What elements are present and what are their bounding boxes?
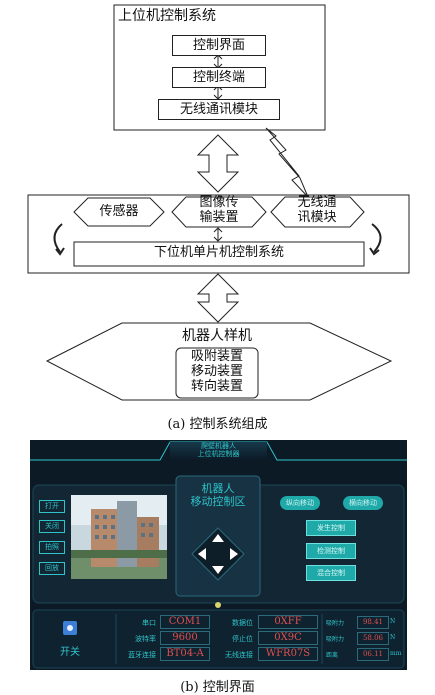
adsorption-force-1-value: 98.41 xyxy=(357,616,389,629)
adsorption-force-1-label: 吸附力 xyxy=(326,620,345,627)
open-button[interactable]: 打开 xyxy=(39,500,65,513)
adsorption-force-2-unit: N xyxy=(390,634,396,641)
switch-label: 开关 xyxy=(60,647,80,658)
distance-unit: mm xyxy=(390,650,402,657)
playback-button[interactable]: 回放 xyxy=(39,562,65,575)
bluetooth-value[interactable]: BT04-A xyxy=(160,647,210,661)
image-module-shape xyxy=(171,196,267,228)
image-module-label: 图像传 输装置 xyxy=(199,195,239,225)
robot-items-box xyxy=(175,347,259,399)
wireless-module-label: 无线通 讯模块 xyxy=(297,195,337,225)
arrow-up-icon xyxy=(212,534,224,542)
host-item-terminal: 控制终端 xyxy=(172,67,266,88)
vertical-move-button[interactable]: 纵向移动 xyxy=(280,496,320,510)
right-curve-arrow xyxy=(371,223,382,253)
sensor-label: 传感器 xyxy=(99,204,139,219)
sensor-module-shape xyxy=(73,197,165,227)
host-title: 上位机控制系统 xyxy=(118,8,216,24)
bluetooth-label: 蓝牙连接 xyxy=(128,651,156,659)
photo-button[interactable]: 拍照 xyxy=(39,541,65,554)
data-bits-value[interactable]: 0XFF xyxy=(258,615,318,629)
robot-item-adsorption: 吸附装置 xyxy=(190,349,243,364)
robot-title: 机器人样机 xyxy=(182,328,252,344)
system-diagram xyxy=(27,4,410,401)
arrow-down-icon xyxy=(212,566,224,574)
close-button[interactable]: 关闭 xyxy=(39,520,65,533)
robot-item-turn: 转向装置 xyxy=(190,379,243,394)
power-icon xyxy=(67,625,73,631)
generate-control-button[interactable]: 发生控制 xyxy=(306,520,356,536)
host-item-wireless: 无线通讯模块 xyxy=(158,99,280,120)
left-curve-arrow xyxy=(53,223,63,253)
adsorption-force-1-unit: N xyxy=(390,618,396,625)
wireless-module-shape xyxy=(270,196,365,228)
image-controller-arrow xyxy=(213,227,223,242)
serial-port-value[interactable]: COM1 xyxy=(160,615,210,629)
wireless-conn-label: 无线连接 xyxy=(225,651,253,659)
arrow-left-icon xyxy=(198,548,206,560)
arrow-right-icon xyxy=(230,548,238,560)
mixed-control-button[interactable]: 混合控制 xyxy=(306,565,356,581)
baud-rate-value[interactable]: 9600 xyxy=(160,631,210,645)
caption-b: (b) 控制界面 xyxy=(180,680,255,695)
baud-rate-label: 波特率 xyxy=(135,635,156,643)
serial-port-label: 串口 xyxy=(142,619,156,627)
host-item-control-ui: 控制界面 xyxy=(172,35,266,56)
wireless-conn-value[interactable]: WFR07S xyxy=(258,647,318,661)
camera-preview-image xyxy=(71,495,167,579)
adsorption-force-2-value: 58.06 xyxy=(357,632,389,645)
double-arrow-host-lower xyxy=(196,134,240,193)
distance-label: 距离 xyxy=(326,652,339,659)
robot-item-move: 移动装置 xyxy=(190,364,243,379)
wireless-lightning-icon xyxy=(265,127,309,198)
move-control-title: 机器人 移动控制区 xyxy=(190,482,246,508)
stop-bits-value[interactable]: 0X9C xyxy=(258,631,318,645)
data-bits-label: 数据位 xyxy=(232,619,253,627)
detect-control-button[interactable]: 检测控制 xyxy=(306,543,356,559)
double-arrow-lower-robot xyxy=(196,273,240,323)
power-toggle[interactable] xyxy=(63,621,77,635)
panel-header-title: 爬壁机器人 上位机控制器 xyxy=(197,442,240,458)
controller-box xyxy=(73,241,365,267)
distance-value: 06.11 xyxy=(357,648,389,661)
adsorption-force-2-label: 吸附力 xyxy=(326,636,345,643)
direction-pad[interactable] xyxy=(190,526,246,582)
controller-label: 下位机单片机控制系统 xyxy=(153,245,284,260)
stop-bits-label: 停止位 xyxy=(232,635,253,643)
horizontal-move-button[interactable]: 横向移动 xyxy=(343,496,383,510)
caption-a: (a) 控制系统组成 xyxy=(167,417,268,432)
control-panel: 爬壁机器人 上位机控制器 打开 关闭 拍照 回放 机器人 移动控制区 纵向移动 … xyxy=(30,440,407,670)
